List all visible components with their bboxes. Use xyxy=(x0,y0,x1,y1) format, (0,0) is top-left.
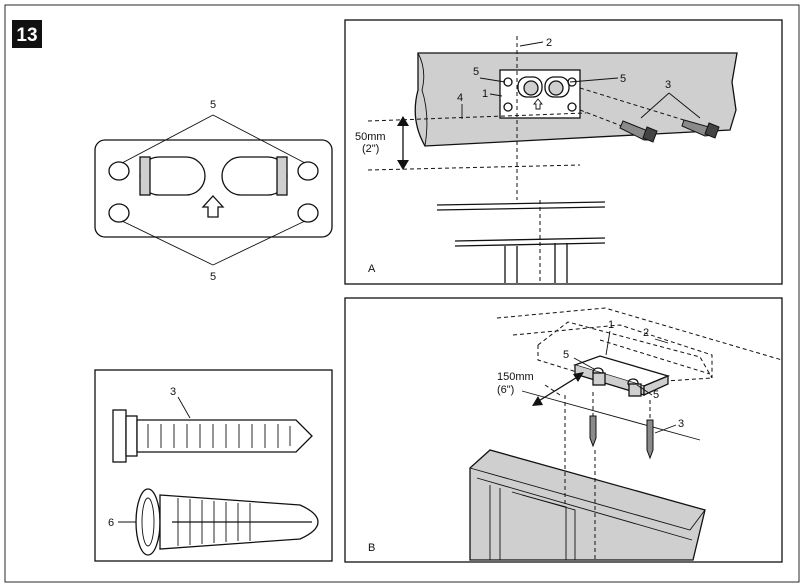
up-arrow-icon xyxy=(201,195,225,218)
panel-letter: B xyxy=(368,542,375,554)
mounting-plate-detail: 5 5 xyxy=(94,99,333,283)
callout-label: 4 xyxy=(457,92,463,104)
callout-label: 5 xyxy=(473,66,479,78)
callout-label: 2 xyxy=(643,327,649,339)
cabinet-top xyxy=(469,449,706,561)
screw-icon xyxy=(579,87,720,139)
callout-label: 5 xyxy=(210,99,216,111)
step-number: 13 xyxy=(16,25,37,46)
screw-icon xyxy=(589,392,597,448)
panel-letter: A xyxy=(368,263,376,275)
dimension-label: (6") xyxy=(497,384,514,396)
dimension-label: 150mm xyxy=(497,371,534,383)
callout-label: 2 xyxy=(546,37,552,49)
page-frame xyxy=(4,4,800,583)
callout-label: 1 xyxy=(608,319,614,331)
panel-a-frame xyxy=(344,19,783,285)
callout-label: 5 xyxy=(210,271,216,283)
panel-b-frame xyxy=(344,297,783,563)
panel-a: 50mm (2") 2 5 5 1 xyxy=(344,19,783,285)
callout-label: 5 xyxy=(620,73,626,85)
up-arrow-icon xyxy=(533,98,543,110)
callout-label: 1 xyxy=(482,88,488,100)
plate-hole xyxy=(108,161,130,181)
dimension-label: 50mm xyxy=(355,131,386,143)
anchor-icon xyxy=(135,488,319,556)
dimension-label: (2") xyxy=(362,143,379,155)
screw-icon xyxy=(646,400,654,460)
step-badge: 13 xyxy=(12,20,42,48)
callout-label: 3 xyxy=(665,79,671,91)
mounting-plate xyxy=(94,139,333,238)
screw-icon xyxy=(579,109,658,143)
callout-label: 3 xyxy=(170,386,176,398)
hardware-detail: 3 6 xyxy=(94,369,333,562)
callout-label: 6 xyxy=(108,517,114,529)
callout-label: 5 xyxy=(563,349,569,361)
callout-label: 3 xyxy=(678,418,684,430)
hardware-frame xyxy=(94,369,333,562)
plate-hole xyxy=(297,161,319,181)
callout-label: 5 xyxy=(653,389,659,401)
panel-b: 150mm (6") 1 2 5 5 3 B xyxy=(344,297,783,563)
plate-hole xyxy=(108,203,130,223)
screw-icon xyxy=(112,409,313,463)
plate-hole xyxy=(297,203,319,223)
